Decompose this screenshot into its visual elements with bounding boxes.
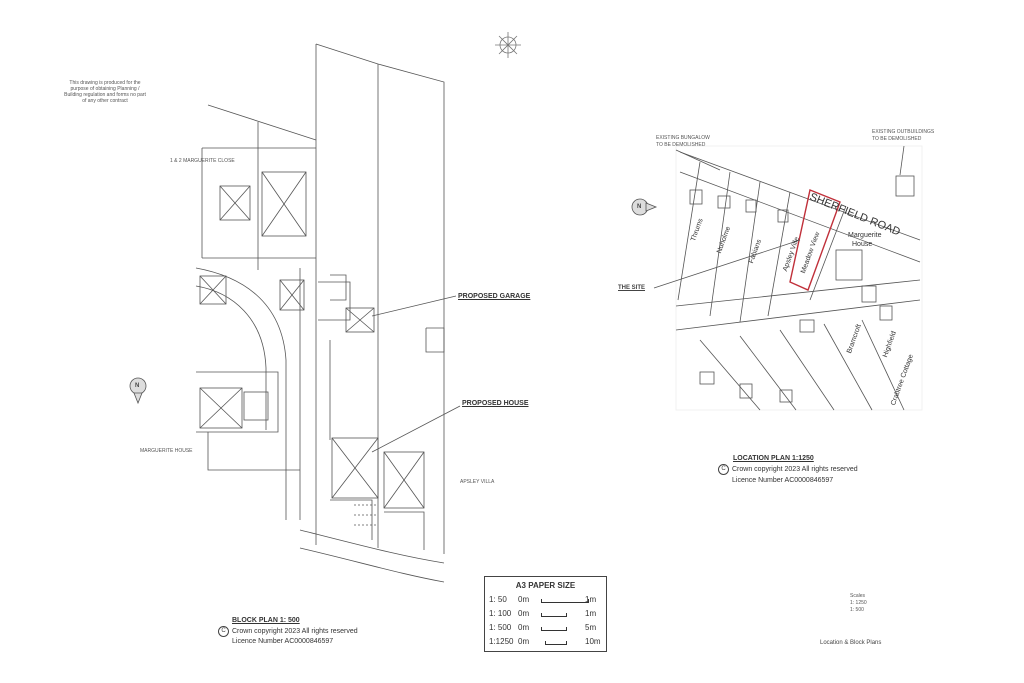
roof-proposed-house — [331, 437, 379, 499]
label-existing-outbuildings-2: TO BE DEMOLISHED — [872, 136, 922, 142]
scales-note-label: Scales — [850, 593, 866, 599]
location-plan-linework — [653, 145, 923, 411]
label-apsley-villa: APSLEY VILLA — [460, 479, 495, 485]
scale-end: 1m — [585, 609, 597, 618]
scale-start: 0m — [518, 637, 530, 646]
label-marguerite-1: Marguerite — [848, 232, 882, 239]
block-plan-licence: Licence Number AC0000846597 — [232, 638, 334, 645]
scale-ratio: 1: 500 — [489, 623, 512, 632]
block-plan-linework — [195, 43, 461, 583]
block-plan-title: BLOCK PLAN 1: 500 — [232, 617, 300, 624]
label-proposed-garage: PROPOSED GARAGE — [458, 293, 531, 300]
scale-bar — [541, 627, 567, 631]
block-plan-copyright: Crown copyright 2023 All rights reserved — [232, 628, 358, 635]
scale-ratio: 1: 100 — [489, 609, 512, 618]
location-plan-title: LOCATION PLAN 1:1250 — [733, 455, 814, 462]
scales-note-1250: 1: 1250 — [850, 600, 867, 606]
scale-bar — [541, 599, 589, 603]
label-the-site: THE SITE — [618, 285, 646, 291]
north-letter-location: N — [637, 204, 642, 210]
copyright-icon-location: C — [718, 464, 729, 475]
label-proposed-house: PROPOSED HOUSE — [462, 400, 529, 407]
label-existing-outbuildings-1: EXISTING OUTBUILDINGS — [872, 129, 935, 135]
label-marguerite-close: 1 & 2 MARGUERITE CLOSE — [170, 158, 235, 164]
disclaimer-note: This drawing is produced for the purpose… — [64, 80, 146, 104]
location-plan-licence: Licence Number AC0000846597 — [732, 477, 834, 484]
label-marguerite-house: MARGUERITE HOUSE — [140, 448, 193, 454]
scale-start: 0m — [518, 595, 530, 604]
scale-start: 0m — [518, 609, 530, 618]
north-arrow-block — [129, 377, 147, 405]
location-plan-copyright: Crown copyright 2023 All rights reserved — [732, 466, 858, 473]
roof-1-marguerite-close — [219, 185, 251, 221]
sheet-title: Location & Block Plans — [820, 640, 882, 646]
roof-proposed-garage — [345, 307, 375, 333]
scale-end: 5m — [585, 623, 597, 632]
scale-bar — [545, 641, 567, 645]
scale-start: 0m — [518, 623, 530, 632]
label-existing-bungalow-2: TO BE DEMOLISHED — [656, 142, 706, 148]
scale-ratio: 1:1250 — [489, 637, 514, 646]
roof-apsley-villa — [383, 451, 425, 509]
scale-end: 10m — [585, 637, 601, 646]
scale-end: 1m — [585, 595, 597, 604]
north-arrow-location — [631, 198, 658, 216]
roof-2-marguerite-close — [261, 171, 307, 237]
copyright-icon-block: C — [218, 626, 229, 637]
label-marguerite-2: House — [852, 241, 873, 248]
north-letter-block: N — [135, 383, 140, 389]
scale-ratio: 1: 50 — [489, 595, 507, 604]
roof-marguerite-house — [199, 387, 269, 429]
compass-sun-icon — [495, 32, 521, 58]
scale-bar — [541, 613, 567, 617]
scales-note-500: 1: 500 — [850, 607, 864, 613]
label-existing-bungalow-1: EXISTING BUNGALOW — [656, 135, 710, 141]
scale-panel-header: A3 PAPER SIZE — [515, 581, 576, 590]
scale-bar-panel: A3 PAPER SIZE 1: 50 0m 1m 1: 100 0m 1m 1… — [484, 576, 607, 652]
